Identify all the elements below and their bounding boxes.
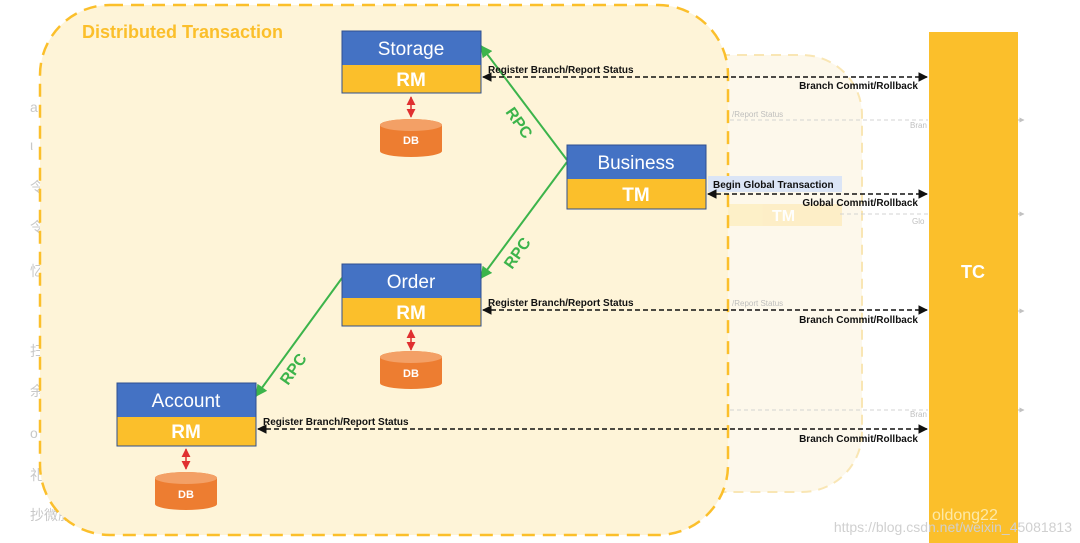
db-cylinder-top [380, 351, 442, 363]
account-register-label: Register Branch/Report Status [263, 417, 409, 428]
group-title: Distributed Transaction [82, 22, 283, 42]
ghost-tm-box [728, 204, 842, 226]
business-tm-bar [567, 179, 706, 209]
begin-highlight [708, 176, 842, 192]
storage-register-label: Register Branch/Report Status [488, 65, 634, 76]
account-outline [116, 382, 257, 447]
business-name: Business [597, 153, 674, 174]
storage-outline [341, 30, 482, 94]
storage-branch-label: Branch Commit/Rollback [799, 81, 918, 92]
ghost-report-2: /Report Status [732, 299, 783, 308]
storage-name: Storage [378, 39, 445, 60]
ghost-oldong: oldong22 [932, 507, 998, 524]
side-char: ι [30, 137, 33, 153]
order-register-label: Register Branch/Report Status [488, 298, 634, 309]
db-cylinder-top [155, 472, 217, 484]
storage-header [342, 31, 481, 65]
storage-node: Storage RM [341, 30, 482, 94]
ghost-layer: TM /Report Status Bran Glo /Report Statu… [728, 110, 1025, 419]
storage-db: DB [380, 96, 442, 157]
business-global-label: Global Commit/Rollback [802, 198, 918, 209]
account-db-label: DB [178, 489, 194, 501]
ghost-bran-2: Bran [910, 410, 927, 419]
business-begin-label: Begin Global Transaction [713, 180, 834, 191]
account-rm-label: RM [171, 422, 201, 443]
message-edges: Register Branch/Report Status Branch Com… [257, 65, 928, 445]
rpc-line-business-storage [480, 45, 568, 161]
order-db: DB [380, 329, 442, 389]
order-rm-bar [342, 298, 481, 326]
order-rm-label: RM [396, 303, 426, 324]
db-cylinder-top [380, 119, 442, 131]
ghost-glo: Glo [912, 217, 925, 226]
ghost-tm-label: TM [772, 208, 795, 225]
storage-db-label: DB [403, 135, 419, 147]
account-rm-bar [117, 417, 256, 446]
rpc-line-order-account [255, 277, 343, 397]
storage-rm-label: RM [396, 70, 426, 91]
account-name: Account [152, 391, 221, 412]
account-node: Account RM [116, 382, 257, 447]
business-header [567, 145, 706, 179]
order-name: Order [387, 272, 436, 293]
ghost-report-1: /Report Status [732, 110, 783, 119]
business-node: Business TM [566, 144, 707, 210]
order-outline [341, 263, 482, 327]
side-char: a [30, 99, 38, 115]
order-db-label: DB [403, 368, 419, 380]
storage-rm-bar [342, 65, 481, 93]
side-char: o [30, 425, 38, 441]
order-header [342, 264, 481, 298]
business-outline [566, 144, 707, 210]
tc-label: TC [961, 262, 985, 282]
order-branch-label: Branch Commit/Rollback [799, 315, 918, 326]
account-db: DB [155, 448, 217, 510]
ghost-bran-1: Bran [910, 121, 927, 130]
account-branch-label: Branch Commit/Rollback [799, 434, 918, 445]
rpc-line-business-order [480, 161, 568, 279]
order-node: Order RM [341, 263, 482, 327]
tc-box [929, 32, 1018, 543]
business-tm-label: TM [622, 185, 649, 206]
watermark: https://blog.csdn.net/weixin_45081813 [834, 519, 1072, 535]
account-header [117, 383, 256, 417]
